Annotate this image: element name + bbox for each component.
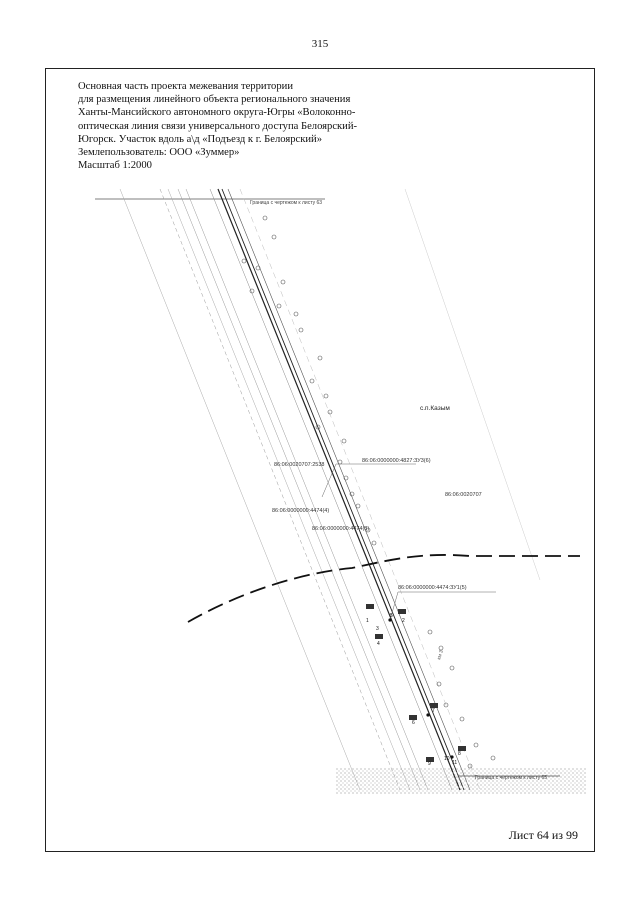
sheet-label: Лист 64 из 99	[508, 828, 578, 842]
land-user-line: Землепользователь: ООО «Зуммер»	[78, 147, 240, 159]
svg-text:8: 8	[458, 751, 461, 757]
settlement-label: с.п.Казым	[420, 405, 450, 412]
svg-text:3: 3	[376, 626, 379, 632]
survey-points	[366, 604, 466, 762]
svg-text:2: 2	[402, 618, 405, 624]
scale-line: Масштаб 1:2000	[78, 160, 152, 172]
title-line: Ханты-Мансийского автономного округа-Югр…	[78, 107, 356, 119]
parcel-label-4: 86:06:0000000:4474(8)	[312, 526, 369, 532]
title-line: Югорск. Участок вдоль а\д «Подъезд к г. …	[78, 133, 322, 145]
parcel-label-3: 86:06:0000000:4474(4)	[272, 508, 329, 514]
svg-text:9: 9	[428, 761, 431, 767]
parcel-label-1: 86:06:0000000:4827:ЗУ3(6)	[362, 458, 431, 464]
svg-text:1: 1	[366, 618, 369, 624]
parcel-label-2: 86:06:0020707:2538	[274, 462, 324, 468]
svg-text:6: 6	[412, 720, 415, 726]
right-guide-line	[404, 188, 541, 581]
title-line: Основная часть проекта межевания террито…	[78, 81, 293, 92]
svg-text:10: 10	[444, 756, 450, 762]
top-boundary-label: Граница с чертежом к листу 63	[250, 200, 322, 206]
hatched-area	[336, 768, 586, 794]
svg-text:5: 5	[390, 613, 393, 619]
drawing-frame	[45, 68, 595, 852]
parcel-label-6: 86:06:0000000:4474:ЗУ1(5)	[398, 585, 467, 591]
title-block: Основная часть проекта межевания террито…	[78, 80, 398, 172]
svg-text:4: 4	[377, 641, 380, 647]
settlement-boundary	[187, 554, 580, 623]
bottom-boundary-label: Граница с чертежом к листу 65	[475, 775, 547, 781]
title-line: для размещения линейного объекта региона…	[78, 94, 351, 106]
svg-text:7: 7	[432, 708, 435, 714]
title-line: оптическая линия связи универсального до…	[78, 120, 358, 132]
km-marker: км 3	[436, 649, 445, 660]
vegetation-symbols	[241, 215, 496, 769]
page-number: 315	[311, 38, 329, 50]
parcel-label-5: 86:06:0020707	[445, 492, 482, 498]
road-corridor	[119, 188, 481, 791]
point-labels: 1 2 3 4 5 6 7 8 9 10 11	[366, 613, 461, 767]
cadastral-map: Граница с чертежом к листу 63	[95, 188, 586, 794]
parcel-leaders	[321, 463, 496, 621]
svg-text:11: 11	[452, 760, 457, 766]
